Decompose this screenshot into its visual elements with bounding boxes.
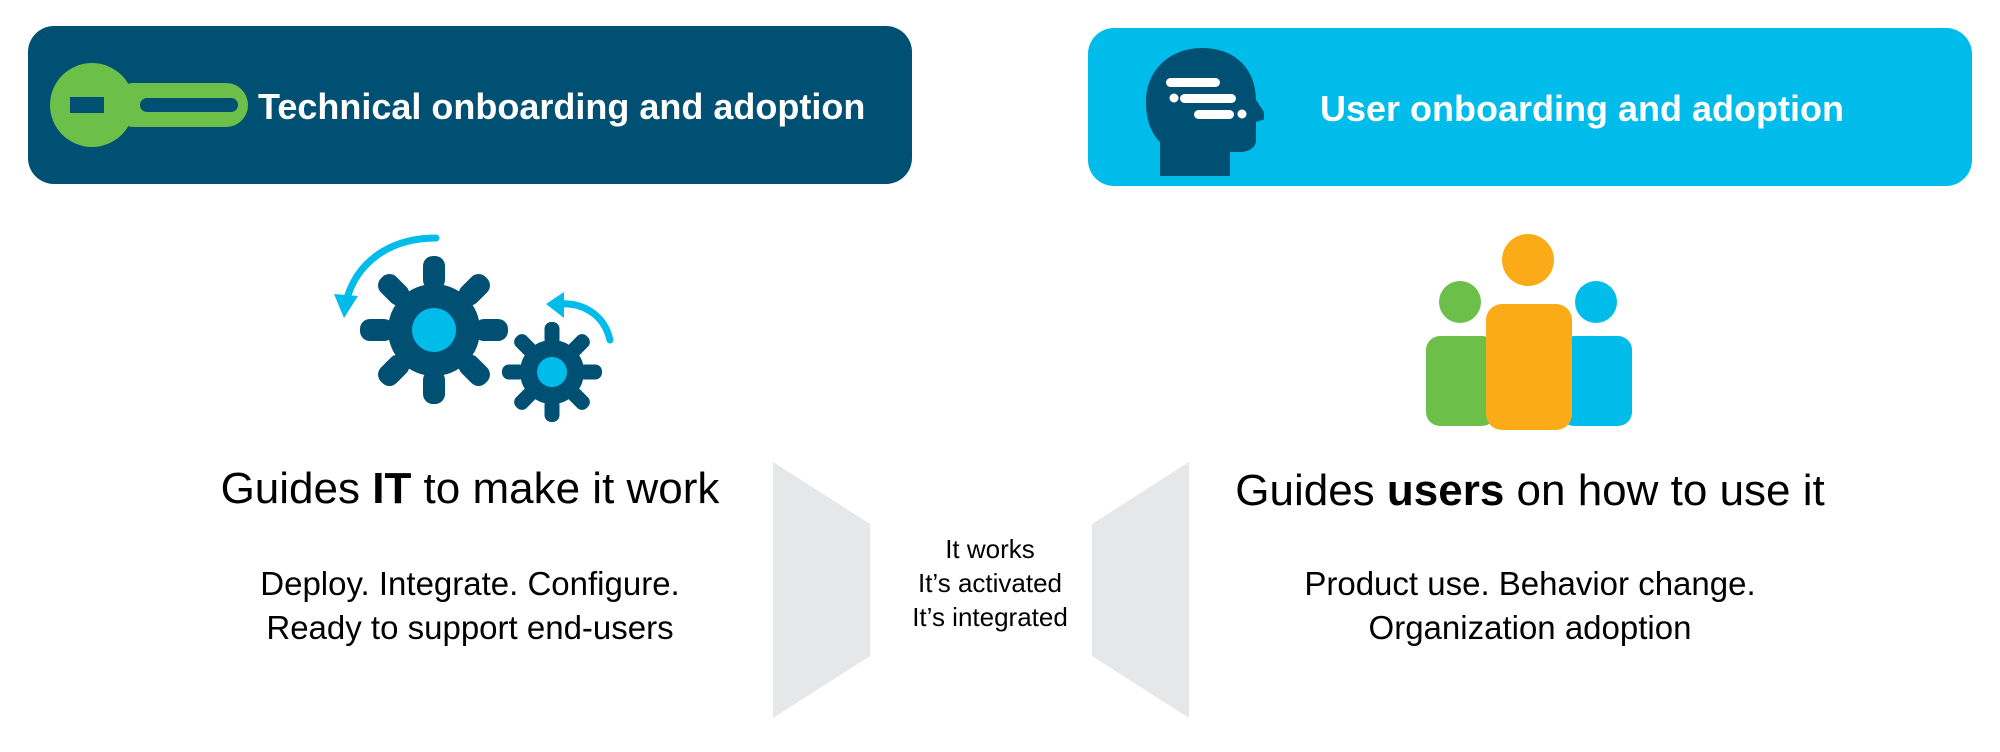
user-onboarding-banner: User onboarding and adoption <box>1088 28 1972 186</box>
left-connector-shape <box>773 462 873 723</box>
description-line: Product use. Behavior change. <box>1304 565 1756 602</box>
outcome-item: It’s activated <box>917 568 1063 598</box>
outcome-list: It works It’s activated It’s integrated <box>880 532 1100 634</box>
description-line: Deploy. Integrate. Configure. <box>260 565 680 602</box>
right-description: Product use. Behavior change. Organizati… <box>1200 562 1860 650</box>
banner-title: Technical onboarding and adoption <box>258 86 866 127</box>
description-line: Ready to support end-users <box>266 609 674 646</box>
headline-text: on how to use it <box>1504 466 1825 515</box>
headline-text: Guides <box>220 464 373 513</box>
head-icon <box>1144 46 1268 183</box>
wrench-icon <box>50 60 250 155</box>
right-headline: Guides users on how to use it <box>1200 466 1860 516</box>
banner-title: User onboarding and adoption <box>1320 88 1844 129</box>
headline-text: Guides <box>1235 466 1387 515</box>
left-headline: Guides IT to make it work <box>170 464 770 514</box>
outcome-item: It’s integrated <box>912 602 1068 632</box>
left-description: Deploy. Integrate. Configure. Ready to s… <box>170 562 770 650</box>
headline-emphasis: IT <box>372 464 412 513</box>
headline-emphasis: users <box>1386 466 1505 515</box>
technical-onboarding-banner: Technical onboarding and adoption <box>28 26 912 184</box>
outcome-item: It works <box>945 534 1035 564</box>
right-connector-shape <box>1092 462 1192 723</box>
headline-text: to make it work <box>411 464 720 513</box>
description-line: Organization adoption <box>1368 609 1692 646</box>
people-icon <box>1420 234 1640 439</box>
gears-icon <box>320 230 620 435</box>
